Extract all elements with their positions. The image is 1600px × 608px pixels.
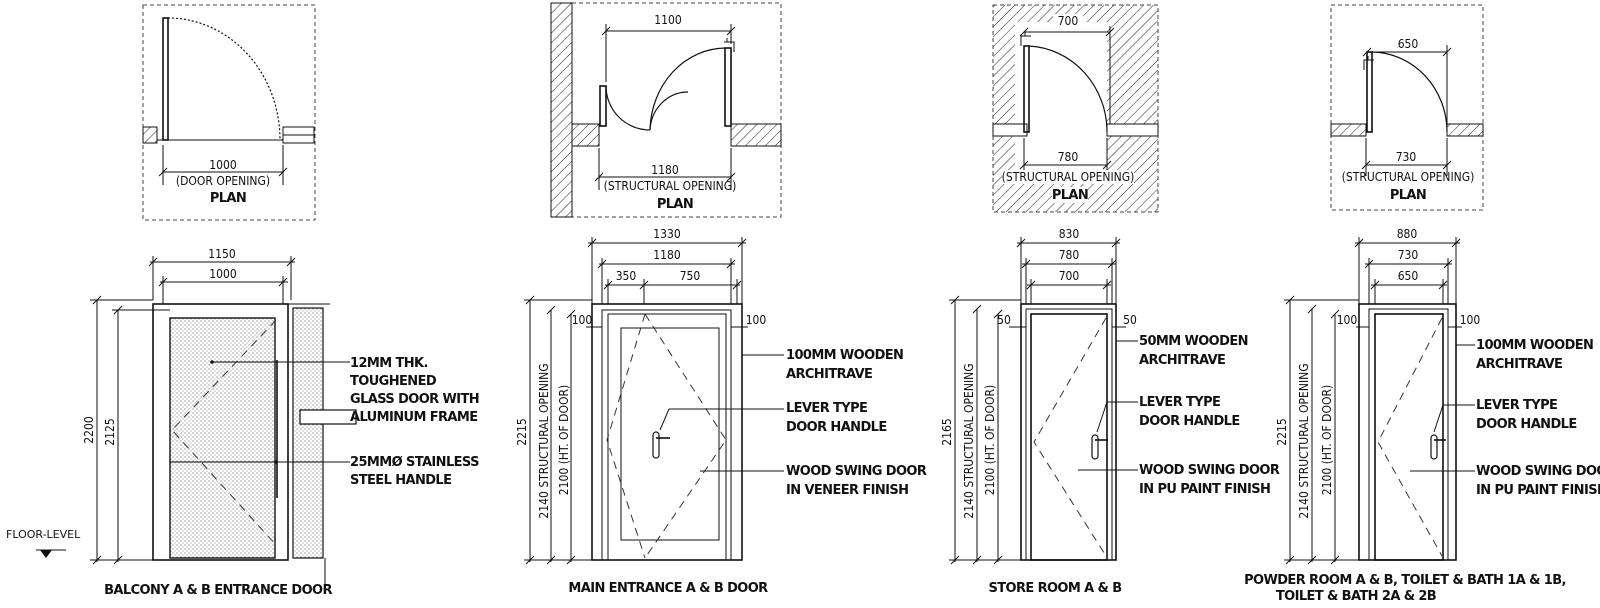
elevation-title: BALCONY A & B ENTRANCE DOOR <box>104 583 332 598</box>
note-handle-1: LEVER TYPE <box>1139 395 1220 410</box>
dim-left-2: 2140 STRUCTURAL OPENING <box>1297 363 1311 518</box>
dim-left-1: 2165 <box>940 418 954 445</box>
plan-width-dim: 1180 <box>651 163 679 177</box>
note-handle-2: DOOR HANDLE <box>1139 414 1240 429</box>
dim-top-3: 650 <box>1398 269 1419 283</box>
note-handle-2: STEEL HANDLE <box>350 473 451 488</box>
plan-width-caption: (STRUCTURAL OPENING) <box>1002 170 1135 184</box>
plan-main: 1100 1180 (STRUCTURAL OPENING) PLAN <box>550 2 782 218</box>
dim-left-outer: 2200 <box>82 416 96 444</box>
note-door-1: WOOD SWING DOOR <box>1139 463 1280 478</box>
plan-title: PLAN <box>1390 188 1426 203</box>
plan-store: 700 780 (STRUCTURAL OPENING) PLAN <box>992 4 1159 213</box>
plan-title: PLAN <box>657 197 693 212</box>
dim-left-inner: 2125 <box>103 418 117 445</box>
dim-left-3: 2100 (HT. OF DOOR) <box>557 385 571 495</box>
dim-side-left: 100 <box>1337 313 1358 327</box>
elevation-powder: 880 730 650 100 100 2215 2140 <box>1244 227 1600 604</box>
plan-title: PLAN <box>1052 188 1088 203</box>
dim-top-2: 730 <box>1398 248 1419 262</box>
plan-top-dim: 700 <box>1058 14 1079 28</box>
dim-side-left: 50 <box>997 313 1011 327</box>
note-architrave-1: 50MM WOODEN <box>1139 334 1248 349</box>
dim-left-3: 2100 (HT. OF DOOR) <box>1320 385 1334 495</box>
elevation-title: MAIN ENTRANCE A & B DOOR <box>568 581 768 596</box>
elevation-title-line-2: TOILET & BATH 2A & 2B <box>1276 589 1436 604</box>
dim-top-1: 880 <box>1397 227 1418 241</box>
plan-width-caption: (STRUCTURAL OPENING) <box>604 179 737 193</box>
dim-left-1: 2215 <box>515 418 529 445</box>
door-panel <box>1030 313 1108 561</box>
door-panel <box>1374 313 1444 561</box>
dim-top-inner: 1000 <box>209 267 237 281</box>
dim-left-2: 2140 STRUCTURAL OPENING <box>962 363 976 518</box>
dim-top-2: 780 <box>1059 248 1080 262</box>
lever-handle-icon <box>652 431 660 459</box>
note-door-2: IN PU PAINT FINISH <box>1139 482 1270 497</box>
door-panel <box>620 327 720 541</box>
plan-width-dim: 1000 <box>209 158 237 172</box>
plan-top-dim: 650 <box>1398 37 1419 51</box>
plan-width-caption: (STRUCTURAL OPENING) <box>1342 170 1475 184</box>
lever-handle-icon <box>1091 434 1099 460</box>
dim-top-2: 1180 <box>653 248 681 262</box>
dim-top-3: 350 <box>616 269 637 283</box>
dim-left-1: 2215 <box>1275 418 1289 445</box>
plan-frame <box>142 4 316 221</box>
elevation-balcony: 1150 1000 2200 2125 FLOOR-LEVEL <box>6 247 480 598</box>
note-glass-1: 12MM THK. <box>350 356 428 371</box>
note-door-1: WOOD SWING DOOR <box>786 464 927 479</box>
floor-level-label: FLOOR-LEVEL <box>6 528 81 541</box>
plan-width-dim: 780 <box>1058 150 1079 164</box>
note-glass-4: ALUMINUM FRAME <box>350 410 477 425</box>
note-door-2: IN PU PAINT FINISH <box>1476 483 1600 498</box>
note-glass-3: GLASS DOOR WITH <box>350 392 479 407</box>
plan-title: PLAN <box>210 191 246 206</box>
note-door-1: WOOD SWING DOOR <box>1476 464 1600 479</box>
swing-arc <box>167 17 281 141</box>
note-glass-2: TOUGHENED <box>350 374 437 389</box>
plan-frame <box>1330 4 1484 211</box>
elevation-main: 1330 1180 350 750 100 100 <box>515 227 927 596</box>
dim-side-right: 100 <box>1460 313 1481 327</box>
plan-width-dim: 730 <box>1396 150 1417 164</box>
note-handle-1: LEVER TYPE <box>1476 398 1557 413</box>
note-handle-2: DOOR HANDLE <box>786 420 887 435</box>
plan-balcony: 1000 (DOOR OPENING) PLAN <box>142 4 316 221</box>
dim-side-left: 100 <box>572 313 593 327</box>
dim-left-2: 2140 STRUCTURAL OPENING <box>537 363 551 518</box>
elevation-store: 830 780 700 50 50 2165 2140 ST <box>940 227 1280 596</box>
note-architrave-2: ARCHITRAVE <box>1139 353 1225 368</box>
dim-side-right: 100 <box>746 313 767 327</box>
dim-side-right: 50 <box>1123 313 1137 327</box>
plan-top-dim: 1100 <box>654 13 682 27</box>
dim-top-3: 700 <box>1059 269 1080 283</box>
note-handle-1: LEVER TYPE <box>786 401 867 416</box>
note-architrave-1: 100MM WOODEN <box>786 348 903 363</box>
note-architrave-1: 100MM WOODEN <box>1476 338 1593 353</box>
glass-door-panel <box>169 317 276 559</box>
note-architrave-2: ARCHITRAVE <box>1476 357 1562 372</box>
plan-powder: 650 730 (STRUCTURAL OPENING) PLAN <box>1330 4 1484 211</box>
note-door-2: IN VENEER FINISH <box>786 483 908 498</box>
note-handle-1: 25MMØ STAINLESS <box>350 455 479 470</box>
lever-handle-icon <box>1430 434 1438 460</box>
door-leaf <box>162 17 169 141</box>
plan-width-caption: (DOOR OPENING) <box>176 174 270 188</box>
dim-top-outer: 1150 <box>208 247 236 261</box>
dim-top-1: 830 <box>1059 227 1080 241</box>
floor-level-marker-icon <box>40 550 52 558</box>
dim-top-1: 1330 <box>653 227 681 241</box>
note-handle-2: DOOR HANDLE <box>1476 417 1577 432</box>
dim-top-4: 750 <box>680 269 701 283</box>
elevation-title: STORE ROOM A & B <box>988 581 1121 596</box>
side-wall-section <box>292 307 324 559</box>
dim-left-3: 2100 (HT. OF DOOR) <box>983 385 997 495</box>
elevation-title-line-1: POWDER ROOM A & B, TOILET & BATH 1A & 1B… <box>1244 573 1566 588</box>
note-architrave-2: ARCHITRAVE <box>786 367 872 382</box>
